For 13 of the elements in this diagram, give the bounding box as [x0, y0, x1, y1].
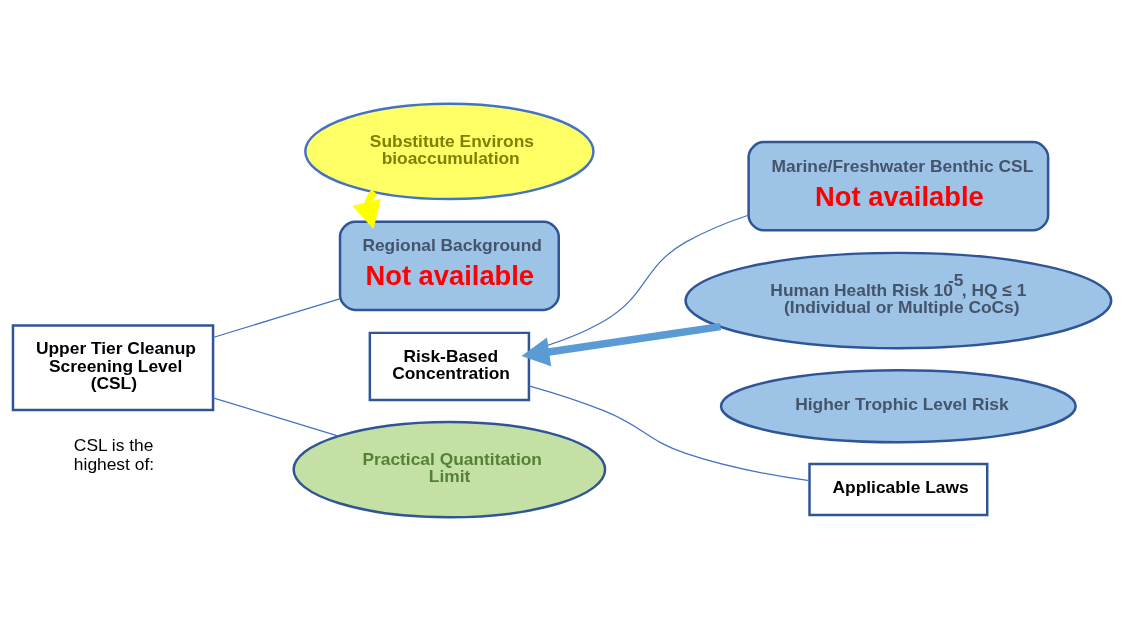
- connector: [212, 298, 341, 339]
- label: CSL is the highest of:: [73, 435, 155, 474]
- connector: [528, 385, 810, 482]
- node-box: Marine/Freshwater Benthic CSL Not available: [747, 140, 1050, 232]
- node-ellipse: Substitute Environs bioaccumulation: [304, 102, 595, 201]
- node-box: Upper Tier Cleanup Screening Level (CSL): [11, 324, 215, 412]
- node-ellipse: Practical Quantitation Limit: [292, 420, 607, 519]
- connector: [212, 397, 340, 437]
- arrow: [521, 322, 722, 367]
- node-box: Regional Background Not available: [338, 220, 560, 312]
- node-box: Applicable Laws: [808, 462, 989, 517]
- node-ellipse: Higher Trophic Level Risk: [719, 368, 1077, 444]
- node-box: Risk-Based Concentration: [368, 331, 531, 402]
